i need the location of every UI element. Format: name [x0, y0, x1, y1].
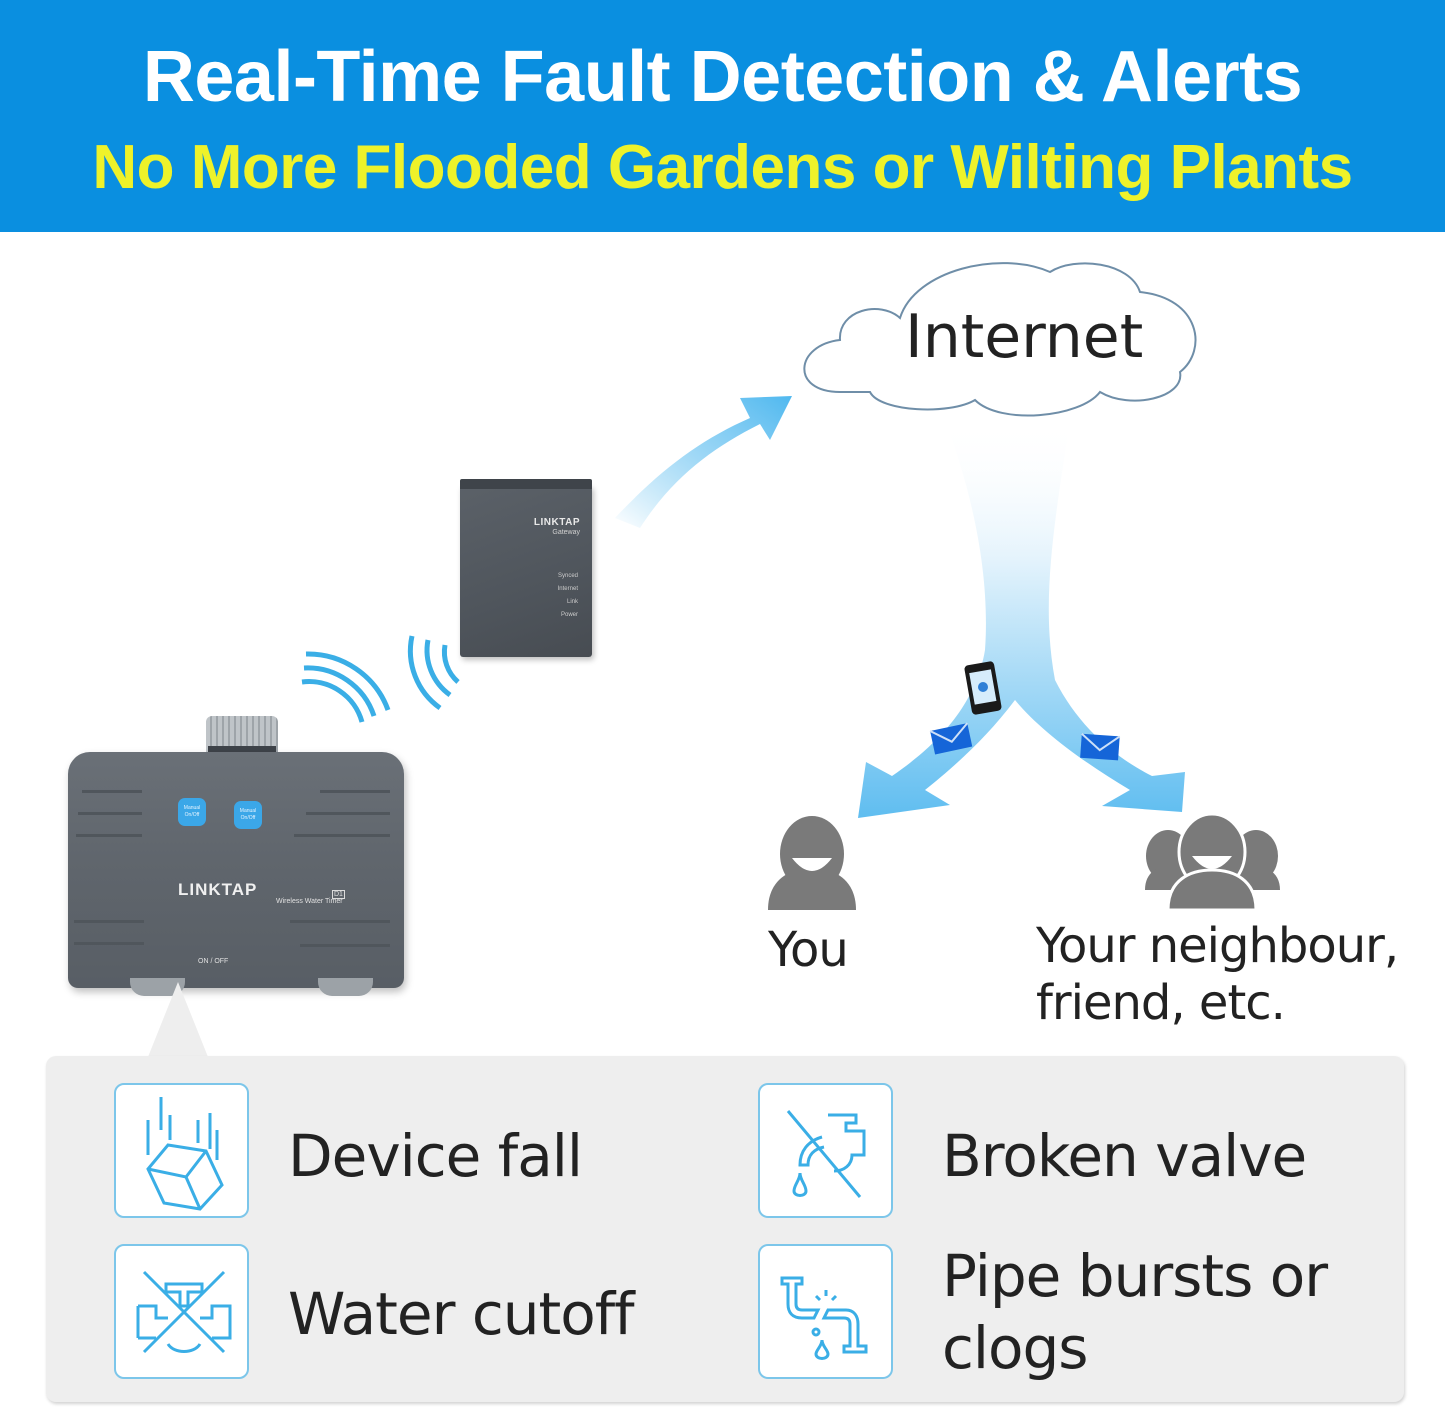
gateway-led-power: Power	[560, 612, 578, 618]
envelope-icon	[929, 722, 973, 755]
burst-pipe-icon	[758, 1244, 893, 1379]
recipient-you-label: You	[768, 922, 849, 978]
fault-device-fall-label: Device fall	[288, 1122, 583, 1190]
timer-ridge	[320, 790, 390, 793]
fault-pipe-bursts-label-line1: Pipe bursts or	[942, 1242, 1328, 1310]
cloud-icon	[803, 262, 1197, 417]
envelope-icon	[1080, 733, 1121, 761]
timer-brand: LINKTAP	[178, 880, 258, 899]
timer-model-name: Wireless Water Timer	[276, 898, 343, 905]
wifi-waves-icon	[301, 651, 391, 723]
timer-knob-base	[208, 746, 276, 756]
broken-faucet-icon	[758, 1083, 893, 1218]
phone-icon	[964, 661, 1002, 715]
manual-on-off-button-1: Manual On/Off	[178, 798, 206, 826]
gateway-led-synced: Synced	[557, 573, 578, 579]
group-icon	[1145, 812, 1280, 912]
gateway-brand: LINKTAP	[533, 517, 580, 528]
timer-ridge	[300, 944, 390, 947]
fault-panel	[46, 1056, 1404, 1402]
timer-ridge	[294, 834, 390, 837]
timer-ridge	[76, 834, 142, 837]
water-timer-device	[68, 752, 404, 988]
wifi-waves-icon	[407, 635, 460, 711]
timer-model-badge: D1	[332, 890, 345, 899]
upload-arrow-icon	[615, 396, 792, 528]
timer-ridge	[74, 920, 144, 923]
valve-crossed-icon	[114, 1244, 249, 1379]
falling-cube-icon	[114, 1083, 249, 1218]
panel-pointer	[148, 982, 208, 1057]
cloud-label: Internet	[905, 302, 1144, 372]
recipient-group-label-line1: Your neighbour,	[1036, 918, 1399, 974]
gateway-device: LINKTAP Gateway Synced Internet Link Pow…	[460, 479, 592, 657]
gateway-model: Gateway	[552, 529, 580, 536]
split-arrow-icon	[858, 420, 1185, 818]
page-title: Real-Time Fault Detection & Alerts	[142, 37, 1303, 117]
timer-ridge	[82, 790, 142, 793]
fault-pipe-bursts-label-line2: clogs	[942, 1314, 1089, 1382]
gateway-led-internet: Internet	[557, 586, 578, 592]
manual-on-off-button-2: Manual On/Off	[234, 801, 262, 829]
fault-water-cutoff-label: Water cutoff	[288, 1280, 635, 1348]
timer-ridge	[290, 920, 390, 923]
timer-outlet-right	[318, 978, 373, 996]
header-banner: Real-Time Fault Detection & Alerts No Mo…	[0, 0, 1445, 232]
timer-ridge	[74, 942, 144, 945]
recipient-group-label-line2: friend, etc.	[1036, 975, 1286, 1031]
fault-broken-valve-label: Broken valve	[942, 1122, 1307, 1190]
gateway-led-link: Link	[566, 599, 578, 605]
page-subtitle: No More Flooded Gardens or Wilting Plant…	[92, 133, 1353, 202]
person-icon	[768, 816, 856, 910]
gateway-top	[460, 479, 592, 489]
timer-switch-label: ON / OFF	[198, 958, 229, 965]
timer-ridge	[306, 812, 390, 815]
timer-ridge	[78, 812, 142, 815]
